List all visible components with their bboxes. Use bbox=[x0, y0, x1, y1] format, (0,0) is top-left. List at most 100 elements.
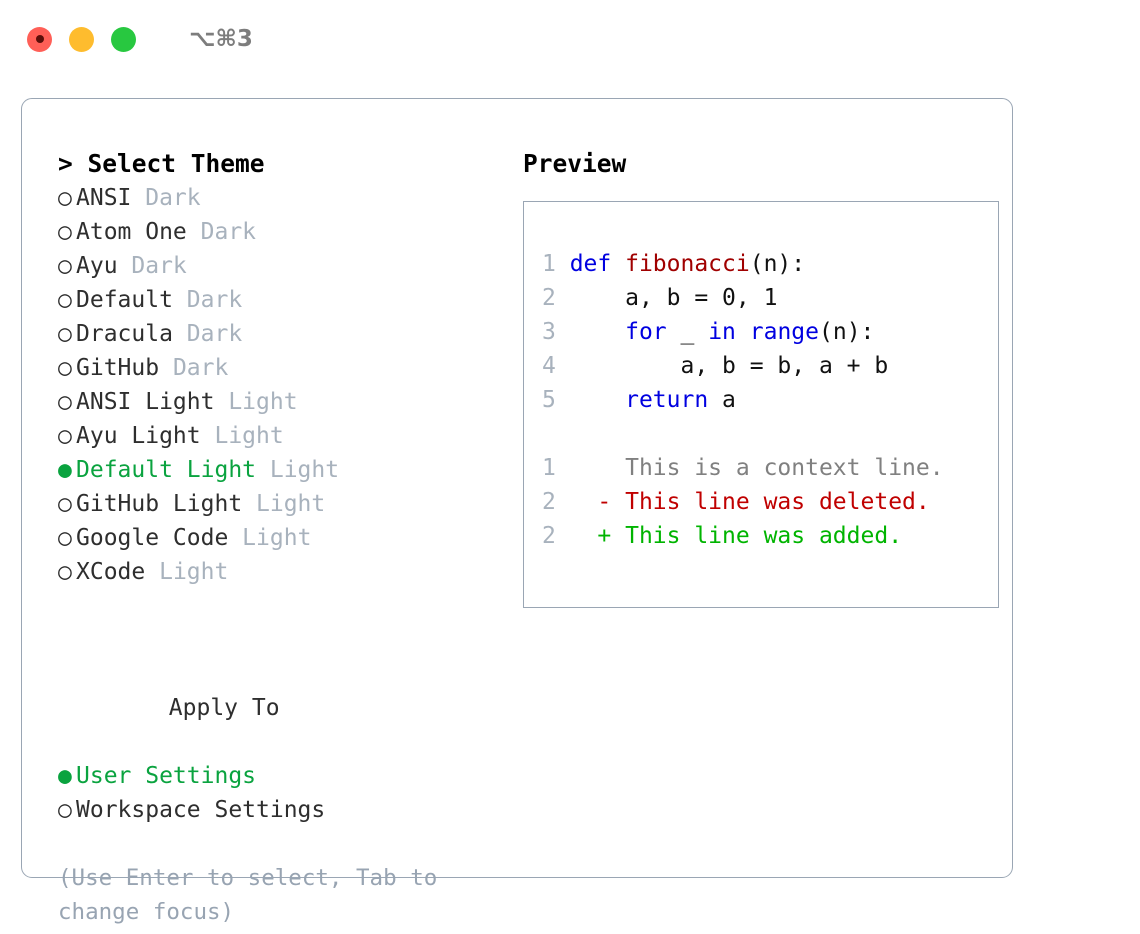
theme-option[interactable]: ●Default Light Light bbox=[58, 453, 503, 487]
theme-option[interactable]: ○Dracula Dark bbox=[58, 317, 503, 351]
code-token: fibonacci bbox=[625, 251, 750, 277]
theme-option-variant: Light bbox=[242, 491, 326, 517]
diff-sample: 1 This is a context line.2 - This line w… bbox=[542, 451, 998, 553]
diff-text: This line was added. bbox=[625, 523, 903, 549]
theme-option[interactable]: ○Atom One Dark bbox=[58, 215, 503, 249]
diff-line: 2 - This line was deleted. bbox=[542, 485, 998, 519]
radio-unselected-icon: ○ bbox=[58, 185, 72, 211]
theme-option-variant: Dark bbox=[172, 287, 243, 313]
diff-text: This is a context line. bbox=[625, 455, 944, 481]
gutter-space bbox=[556, 353, 570, 379]
theme-option-label: ANSI bbox=[76, 185, 132, 211]
theme-option[interactable]: ○GitHub Light Light bbox=[58, 487, 503, 521]
theme-option[interactable]: ○Ayu Dark bbox=[58, 249, 503, 283]
apply-to-header: ○ Apply To bbox=[58, 623, 503, 759]
code-token bbox=[570, 319, 625, 345]
code-token: (n): bbox=[819, 319, 875, 345]
preview-column: Preview 1 def fibonacci(n):2 a, b = 0, 1… bbox=[503, 147, 1012, 877]
radio-unselected-icon: ○ bbox=[58, 321, 72, 347]
theme-option-label: Ayu Light bbox=[76, 423, 201, 449]
apply-to-option-label: User Settings bbox=[76, 763, 257, 789]
code-line: 5 return a bbox=[542, 383, 998, 417]
keyboard-hint: (Use Enter to select, Tab to change focu… bbox=[58, 865, 438, 925]
diff-text: This line was deleted. bbox=[625, 489, 930, 515]
preview-header: Preview bbox=[523, 149, 627, 178]
theme-option-variant: Light bbox=[214, 389, 298, 415]
code-token: a bbox=[708, 387, 736, 413]
close-button[interactable] bbox=[27, 26, 52, 52]
code-line-number: 3 bbox=[542, 319, 556, 345]
traffic-lights bbox=[27, 26, 136, 52]
theme-option[interactable]: ○Ayu Light Light bbox=[58, 419, 503, 453]
code-token: a, b = b, a + b bbox=[569, 353, 889, 379]
radio-unselected-icon: ○ bbox=[58, 355, 72, 381]
theme-option-label: Google Code bbox=[76, 525, 229, 551]
theme-picker-panel: > Select Theme ○ANSI Dark○Atom One Dark○… bbox=[21, 98, 1013, 925]
code-token: in bbox=[708, 319, 736, 345]
apply-to-option-label: Workspace Settings bbox=[76, 797, 326, 823]
theme-option-variant: Dark bbox=[117, 253, 187, 279]
code-line: 3 for _ in range(n): bbox=[542, 315, 998, 349]
theme-option-variant: Dark bbox=[172, 321, 243, 347]
code-token: for bbox=[625, 319, 667, 345]
radio-unselected-icon: ○ bbox=[58, 559, 72, 585]
select-theme-header: > Select Theme bbox=[58, 149, 265, 178]
code-line: 1 def fibonacci(n): bbox=[542, 247, 998, 281]
code-line-number: 5 bbox=[542, 387, 556, 413]
theme-option-variant: Light bbox=[256, 457, 340, 483]
theme-option[interactable]: ○Google Code Light bbox=[58, 521, 503, 555]
theme-option-variant: Dark bbox=[131, 185, 201, 211]
theme-option[interactable]: ○ANSI Dark bbox=[58, 181, 503, 215]
theme-option-variant: Light bbox=[145, 559, 229, 585]
theme-option[interactable]: ○XCode Light bbox=[58, 555, 503, 589]
code-token: def bbox=[569, 251, 626, 277]
radio-unselected-icon: ○ bbox=[58, 219, 72, 245]
theme-option-label: Dracula bbox=[76, 321, 173, 347]
theme-option[interactable]: ○GitHub Dark bbox=[58, 351, 503, 385]
diff-marker: + bbox=[555, 523, 626, 549]
radio-unselected-icon: ○ bbox=[58, 389, 72, 415]
apply-to-option[interactable]: ○Workspace Settings bbox=[58, 793, 503, 827]
theme-option[interactable]: ○Default Dark bbox=[58, 283, 503, 317]
theme-list-column: > Select Theme ○ANSI Dark○Atom One Dark○… bbox=[38, 147, 503, 925]
theme-option-variant: Dark bbox=[159, 355, 229, 381]
code-line-number: 2 bbox=[542, 285, 556, 311]
theme-option-variant: Light bbox=[200, 423, 284, 449]
minimize-button[interactable] bbox=[69, 26, 94, 52]
code-token bbox=[570, 387, 625, 413]
theme-option-variant: Dark bbox=[186, 219, 257, 245]
theme-option-label: Ayu bbox=[76, 253, 118, 279]
code-line-number: 4 bbox=[542, 353, 556, 379]
spacer bbox=[58, 589, 503, 623]
apply-to-option[interactable]: ●User Settings bbox=[58, 759, 503, 793]
code-line: 4 a, b = b, a + b bbox=[542, 349, 998, 383]
diff-marker: - bbox=[555, 489, 626, 515]
code-token: range bbox=[749, 319, 819, 345]
gutter-space bbox=[556, 387, 570, 413]
radio-unselected-icon: ○ bbox=[58, 253, 72, 279]
diff-line-number: 2 bbox=[542, 489, 556, 515]
theme-option-label: Atom One bbox=[76, 219, 187, 245]
theme-option[interactable]: ○ANSI Light Light bbox=[58, 385, 503, 419]
keyboard-shortcut-label: ⌥⌘3 bbox=[189, 26, 253, 52]
code-token: _ bbox=[666, 319, 709, 345]
diff-marker bbox=[556, 455, 625, 481]
diff-line-number: 1 bbox=[542, 455, 556, 481]
code-token bbox=[736, 319, 750, 345]
theme-option-label: XCode bbox=[76, 559, 146, 585]
radio-selected-icon: ● bbox=[58, 763, 72, 789]
zoom-button[interactable] bbox=[111, 26, 136, 52]
radio-selected-icon: ● bbox=[58, 457, 72, 483]
theme-option-label: GitHub Light bbox=[76, 491, 243, 517]
diff-line-number: 2 bbox=[542, 523, 556, 549]
diff-line: 1 This is a context line. bbox=[542, 451, 998, 485]
theme-option-label: Default Light bbox=[76, 457, 257, 483]
code-token: a, b = 0, 1 bbox=[569, 285, 778, 311]
code-line-number: 1 bbox=[542, 251, 556, 277]
radio-unselected-icon: ○ bbox=[58, 287, 72, 313]
radio-unselected-icon: ○ bbox=[58, 525, 72, 551]
theme-option-variant: Light bbox=[228, 525, 312, 551]
radio-unselected-icon: ○ bbox=[58, 797, 72, 823]
